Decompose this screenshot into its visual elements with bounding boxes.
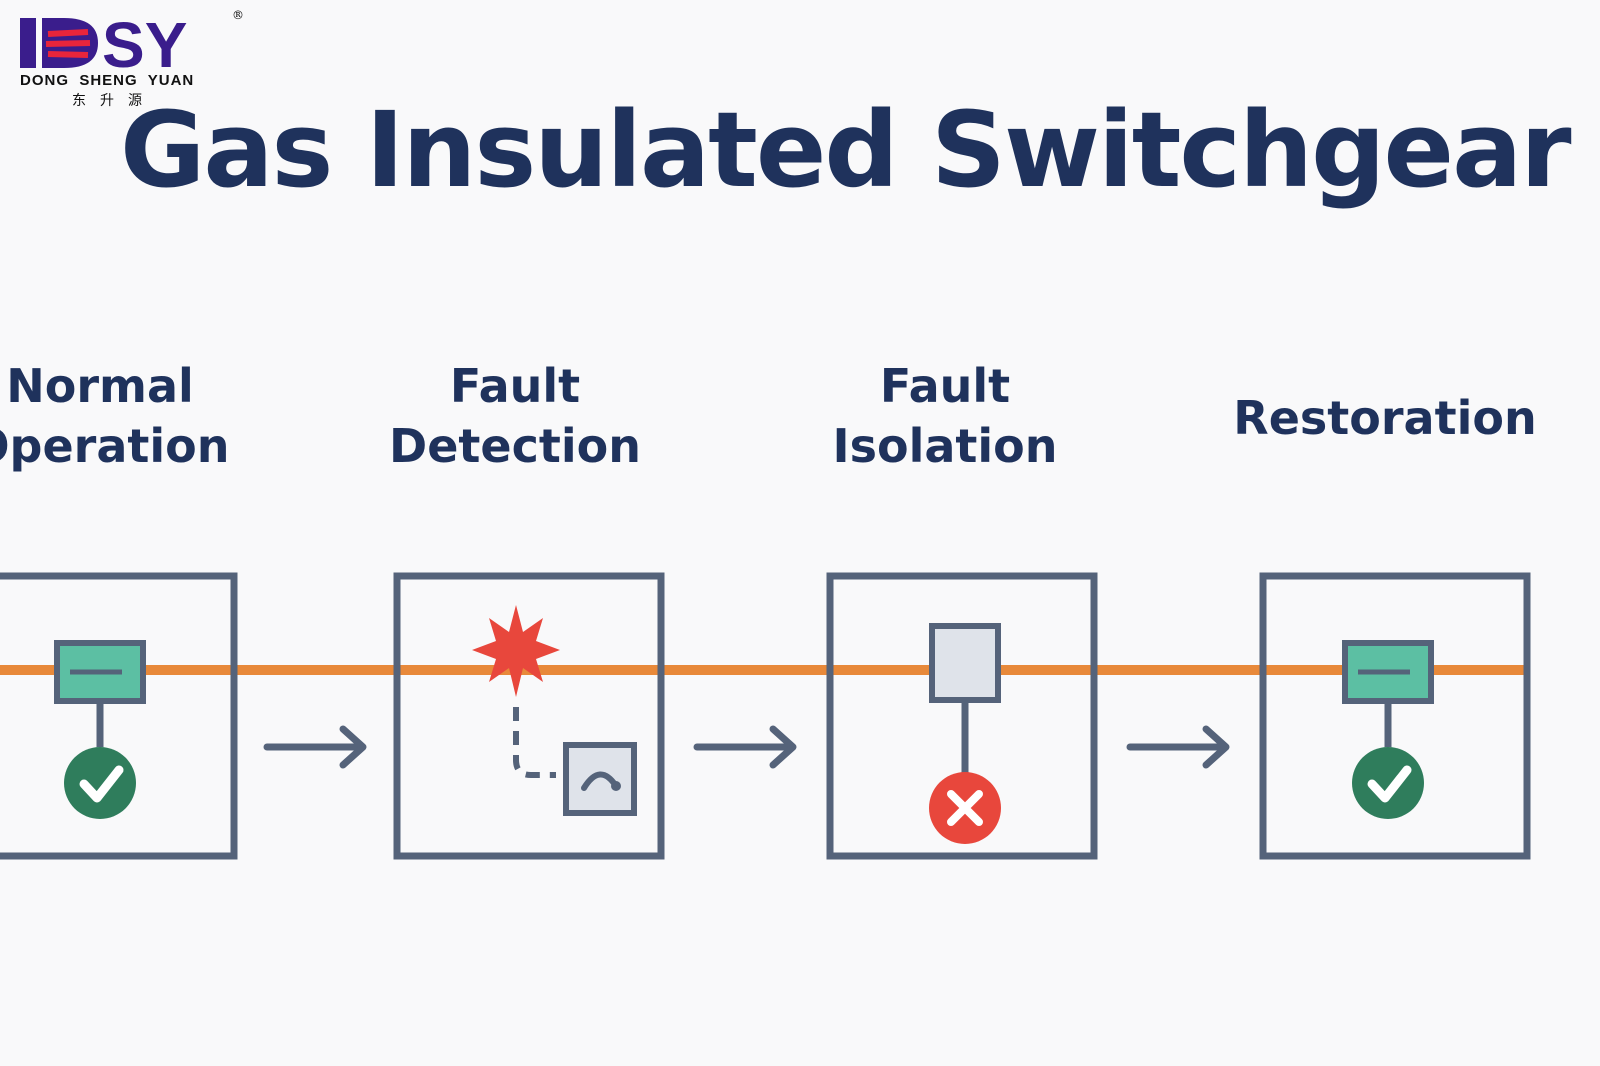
company-logo: SY ® DONG SHENG YUAN 东升源	[18, 8, 258, 110]
page-title: Gas Insulated Switchgear	[120, 89, 1572, 211]
check-circle-icon	[1352, 747, 1424, 819]
fault-signal-line	[513, 707, 556, 778]
breaker-open	[929, 623, 1001, 703]
stage-frame-normal-operation	[0, 572, 238, 860]
logo-chinese-name: 东升源	[72, 93, 156, 109]
x-circle-icon	[929, 772, 1001, 844]
logo-letters: SY	[102, 10, 187, 74]
fault-spark-icon	[472, 605, 560, 697]
check-circle-icon	[64, 747, 136, 819]
logo-mark: SY	[20, 10, 187, 74]
arrow-icon-2	[693, 725, 797, 769]
stage-frame-fault-isolation	[826, 572, 1098, 860]
stage-frame-restoration	[1259, 572, 1531, 860]
stage-label-fault-isolation: Fault Isolation	[832, 359, 1058, 473]
relay-icon	[563, 742, 637, 816]
arrow-icon-1	[263, 725, 367, 769]
registered-mark: ®	[232, 8, 244, 22]
stage-label-fault-detection: Fault Detection	[389, 359, 641, 473]
stage-frame-fault-detection	[393, 572, 665, 860]
stage-label-normal-operation: Normal Operation	[0, 359, 230, 473]
arrow-icon-3	[1126, 725, 1230, 769]
logo-company-name: DONG SHENG YUAN	[20, 72, 195, 89]
stage-label-restoration: Restoration	[1233, 391, 1537, 445]
